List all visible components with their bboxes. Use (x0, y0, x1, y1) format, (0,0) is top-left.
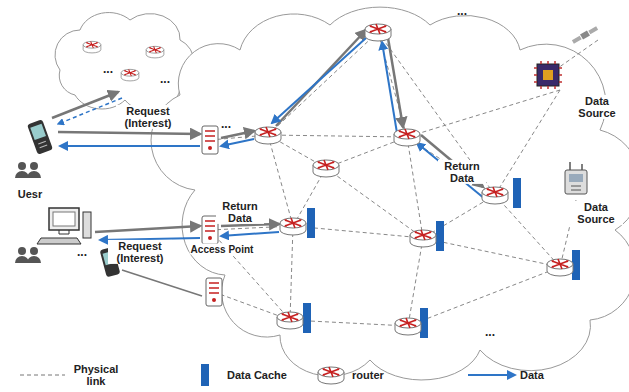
router-icon (146, 46, 164, 58)
physical-link (326, 168, 423, 238)
router-icon (482, 187, 508, 204)
data-flow-arrow (382, 42, 397, 133)
computer-icon (37, 208, 91, 244)
ellipsis-mark: ... (484, 326, 496, 339)
data-flow-arrow (122, 270, 202, 296)
data-flow-arrow (388, 38, 403, 127)
diagram-label: Data Source (569, 201, 623, 225)
data-flow-arrow (95, 226, 200, 232)
data-flow-arrow (417, 143, 485, 199)
ellipsis-mark: ... (102, 63, 114, 76)
diagram-label: Access Point (190, 244, 255, 255)
access-point-icon (202, 126, 218, 154)
router-icon (83, 41, 101, 53)
routers (83, 24, 580, 338)
router-icon (277, 312, 303, 329)
data-cache-bar (513, 178, 521, 208)
data-source-sensor (565, 162, 587, 194)
legend-swatch (201, 364, 209, 386)
network-cloud (151, 7, 629, 380)
router-icon (121, 69, 139, 81)
diagram-label: Return Data (216, 200, 264, 224)
physical-link-sample (20, 375, 65, 376)
physical-link (378, 32, 495, 195)
people-icon (15, 247, 41, 263)
physical-link (268, 135, 293, 226)
ellipsis-mark: ... (220, 118, 232, 131)
data-flow-arrow (52, 92, 118, 118)
data-flow-arrow (221, 139, 254, 146)
router-icon (410, 230, 436, 247)
data-flow-arrow (60, 145, 200, 147)
physical-link (407, 90, 560, 137)
diagram-label: Request (Interest) (108, 240, 172, 264)
ellipsis-mark: ... (159, 73, 171, 86)
diagram-label: Uesr (17, 188, 43, 200)
router-icon (547, 259, 573, 276)
data-flows (52, 30, 485, 296)
data-cache-bar (307, 208, 315, 238)
data-flow-arrow (221, 224, 279, 226)
people-icon (15, 162, 41, 178)
diagram-label: Return Data (438, 160, 486, 184)
physical-link (290, 226, 293, 320)
router-icon (365, 24, 391, 41)
physical-link (268, 135, 407, 137)
data-cache-bar (303, 303, 311, 333)
legend-text: Data Cache (227, 369, 287, 381)
data-arrow-sample (468, 374, 515, 376)
router-icon (280, 218, 306, 235)
diagram-label: Data Source (570, 95, 624, 119)
ellipsis-mark: ... (456, 5, 468, 18)
data-flow-arrow (58, 132, 200, 134)
legend-text: Physical link (72, 363, 120, 387)
small-cloud (55, 13, 194, 112)
router-icon (395, 318, 421, 335)
data-flow-arrow (58, 98, 122, 124)
data-source-chip (534, 61, 562, 89)
satellite-icon (571, 25, 598, 44)
ellipsis-mark: ... (76, 246, 88, 259)
diagram-label: Request (Interest) (116, 105, 180, 129)
data-flow-arrow (272, 38, 366, 123)
data-cache-bar (436, 221, 444, 251)
physical-link (268, 32, 378, 135)
legend-text: router (352, 369, 384, 381)
physical-link (408, 267, 560, 326)
physical-links (210, 32, 598, 326)
data-flow-arrow (221, 131, 254, 138)
router-icon (313, 160, 339, 177)
router-icon (255, 127, 281, 144)
physical-link (495, 90, 560, 195)
device-icons (15, 25, 599, 277)
physical-link (378, 32, 407, 137)
physical-link (407, 137, 423, 238)
data-flow-arrow (221, 232, 279, 236)
access-point-icon (206, 278, 222, 306)
router-sample (318, 367, 344, 384)
phone-icon (27, 119, 53, 155)
router-icon (394, 129, 420, 146)
legend-text: Data (520, 369, 544, 381)
physical-link (495, 195, 560, 267)
